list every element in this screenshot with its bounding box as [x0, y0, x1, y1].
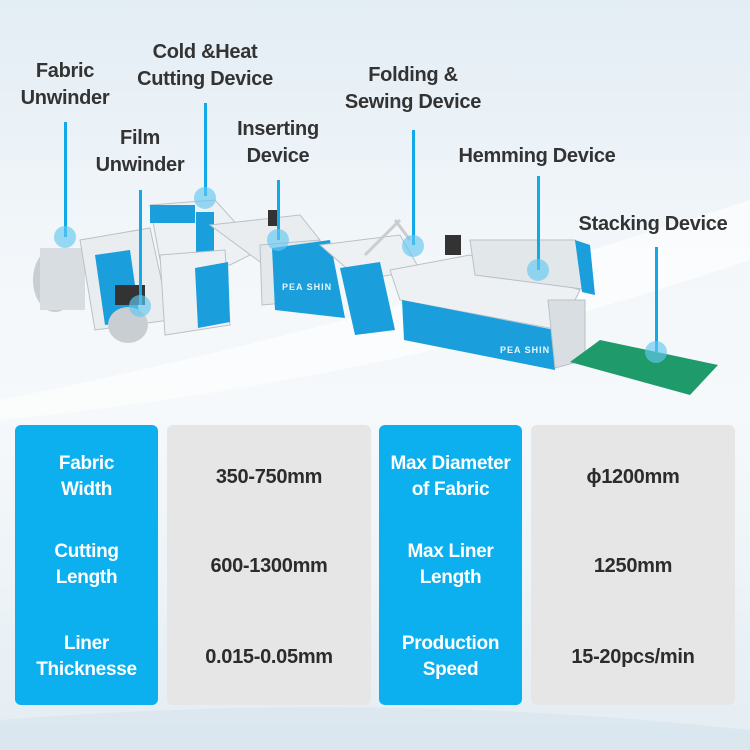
- spec-value-fabric-width: 350-750mm: [215, 466, 323, 488]
- stacking-unit: [547, 299, 718, 395]
- label-hemming-device: Hemming Device: [458, 145, 616, 167]
- label-line: Device: [246, 145, 310, 167]
- leader-line: [655, 247, 658, 352]
- marker-dot: [54, 226, 76, 248]
- leader-line: [277, 180, 280, 240]
- machine-brand-text: PEA SHIN: [500, 345, 551, 355]
- leader-line: [412, 130, 415, 245]
- marker-dot: [267, 229, 289, 251]
- fabric-unwinder-unit: [33, 227, 171, 331]
- spec-value-cutting-length: 600-1300mm: [210, 555, 328, 577]
- leader-line: [139, 190, 142, 305]
- marker-dot: [402, 235, 424, 257]
- label-folding-sewing-device: Folding & Sewing Device: [345, 62, 481, 116]
- inserting-unit: [208, 210, 345, 318]
- label-line: Unwinder: [20, 87, 110, 109]
- spec-value-production-speed: 15-20pcs/min: [571, 646, 695, 668]
- label-line: Folding &: [368, 64, 458, 86]
- leader-line: [537, 176, 540, 270]
- spec-value-liner-thickness: 0.015-0.05mm: [205, 646, 333, 668]
- label-line: Film: [120, 127, 160, 149]
- label-line: Sewing Device: [344, 91, 482, 113]
- label-line: Inserting: [237, 118, 319, 140]
- machine-brand-text: PEA SHIN: [282, 282, 333, 292]
- marker-dot: [527, 259, 549, 281]
- label-line: Cold &Heat: [152, 41, 258, 63]
- bag-making-machine-illustration: [33, 199, 718, 395]
- label-line: Cutting Device: [137, 68, 273, 90]
- label-stacking-device: Stacking Device: [578, 213, 728, 235]
- spec-value-max-diameter: ϕ1200mm: [586, 466, 680, 488]
- label-line: Unwinder: [95, 154, 185, 176]
- hemming-unit: [389, 235, 595, 370]
- marker-dot: [194, 187, 216, 209]
- spec-values-right: ϕ1200mm 1250mm 15-20pcs/min: [531, 425, 735, 705]
- leader-line: [204, 103, 207, 196]
- spec-value-max-liner-length: 1250mm: [593, 555, 673, 577]
- spec-values-left: 350-750mm 600-1300mm 0.015-0.05mm: [167, 425, 371, 705]
- leader-line: [64, 122, 67, 237]
- label-line: Fabric: [35, 60, 95, 82]
- marker-dot: [645, 341, 667, 363]
- marker-dot: [129, 295, 151, 317]
